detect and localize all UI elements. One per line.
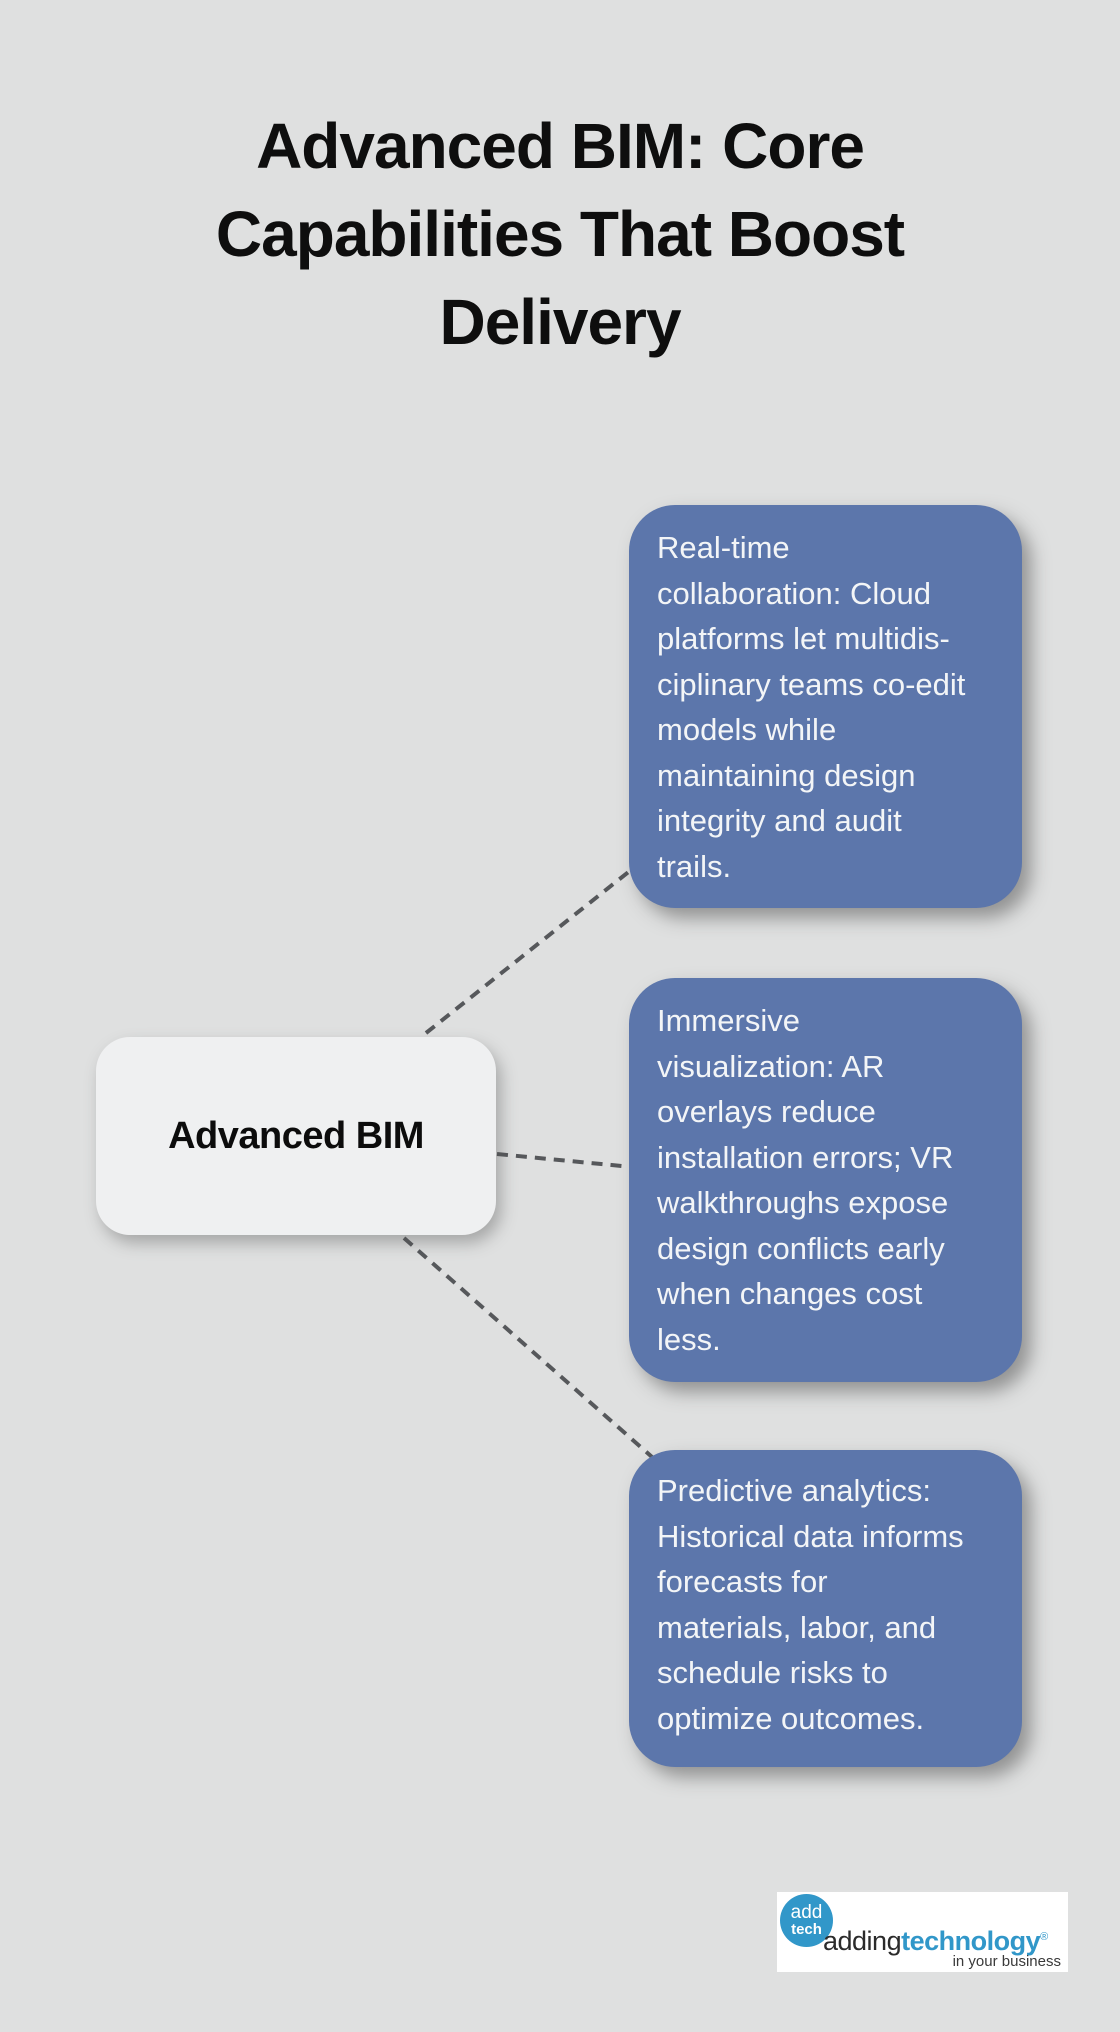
card-immersive-text: Immersive visualization: AR overlays red… (657, 1003, 954, 1357)
card-realtime-collaboration: Real-time collaboration: Cloud platforms… (629, 505, 1022, 908)
brand-name-bold: technology (901, 1926, 1041, 1956)
center-node: Advanced BIM (96, 1037, 496, 1235)
brand-name: addingtechnology® (823, 1923, 1048, 1955)
brand-tagline: in your business (952, 1953, 1061, 1970)
connector-line-predictive (402, 1236, 654, 1459)
badge-add-label: add (790, 1902, 823, 1923)
card-realtime-text: Real-time collaboration: Cloud platforms… (657, 530, 966, 884)
infographic-title: Advanced BIM: Core Capabilities That Boo… (215, 110, 905, 358)
addtech-badge-icon: add tech (780, 1894, 833, 1947)
badge-tech-label: tech (791, 1921, 822, 1938)
card-predictive-text: Predictive analytics: Historical data in… (657, 1473, 964, 1736)
card-immersive-visualization: Immersive visualization: AR overlays red… (629, 978, 1022, 1382)
center-node-label: Advanced BIM (168, 1114, 424, 1157)
brand-logo: add tech addingtechnology® in your busin… (777, 1892, 1068, 1972)
brand-name-regular: adding (823, 1926, 902, 1956)
card-predictive-analytics: Predictive analytics: Historical data in… (629, 1450, 1022, 1767)
registered-trademark-icon: ® (1040, 1931, 1048, 1943)
connector-line-realtime (424, 860, 643, 1035)
connector-line-immersive (496, 1152, 633, 1169)
